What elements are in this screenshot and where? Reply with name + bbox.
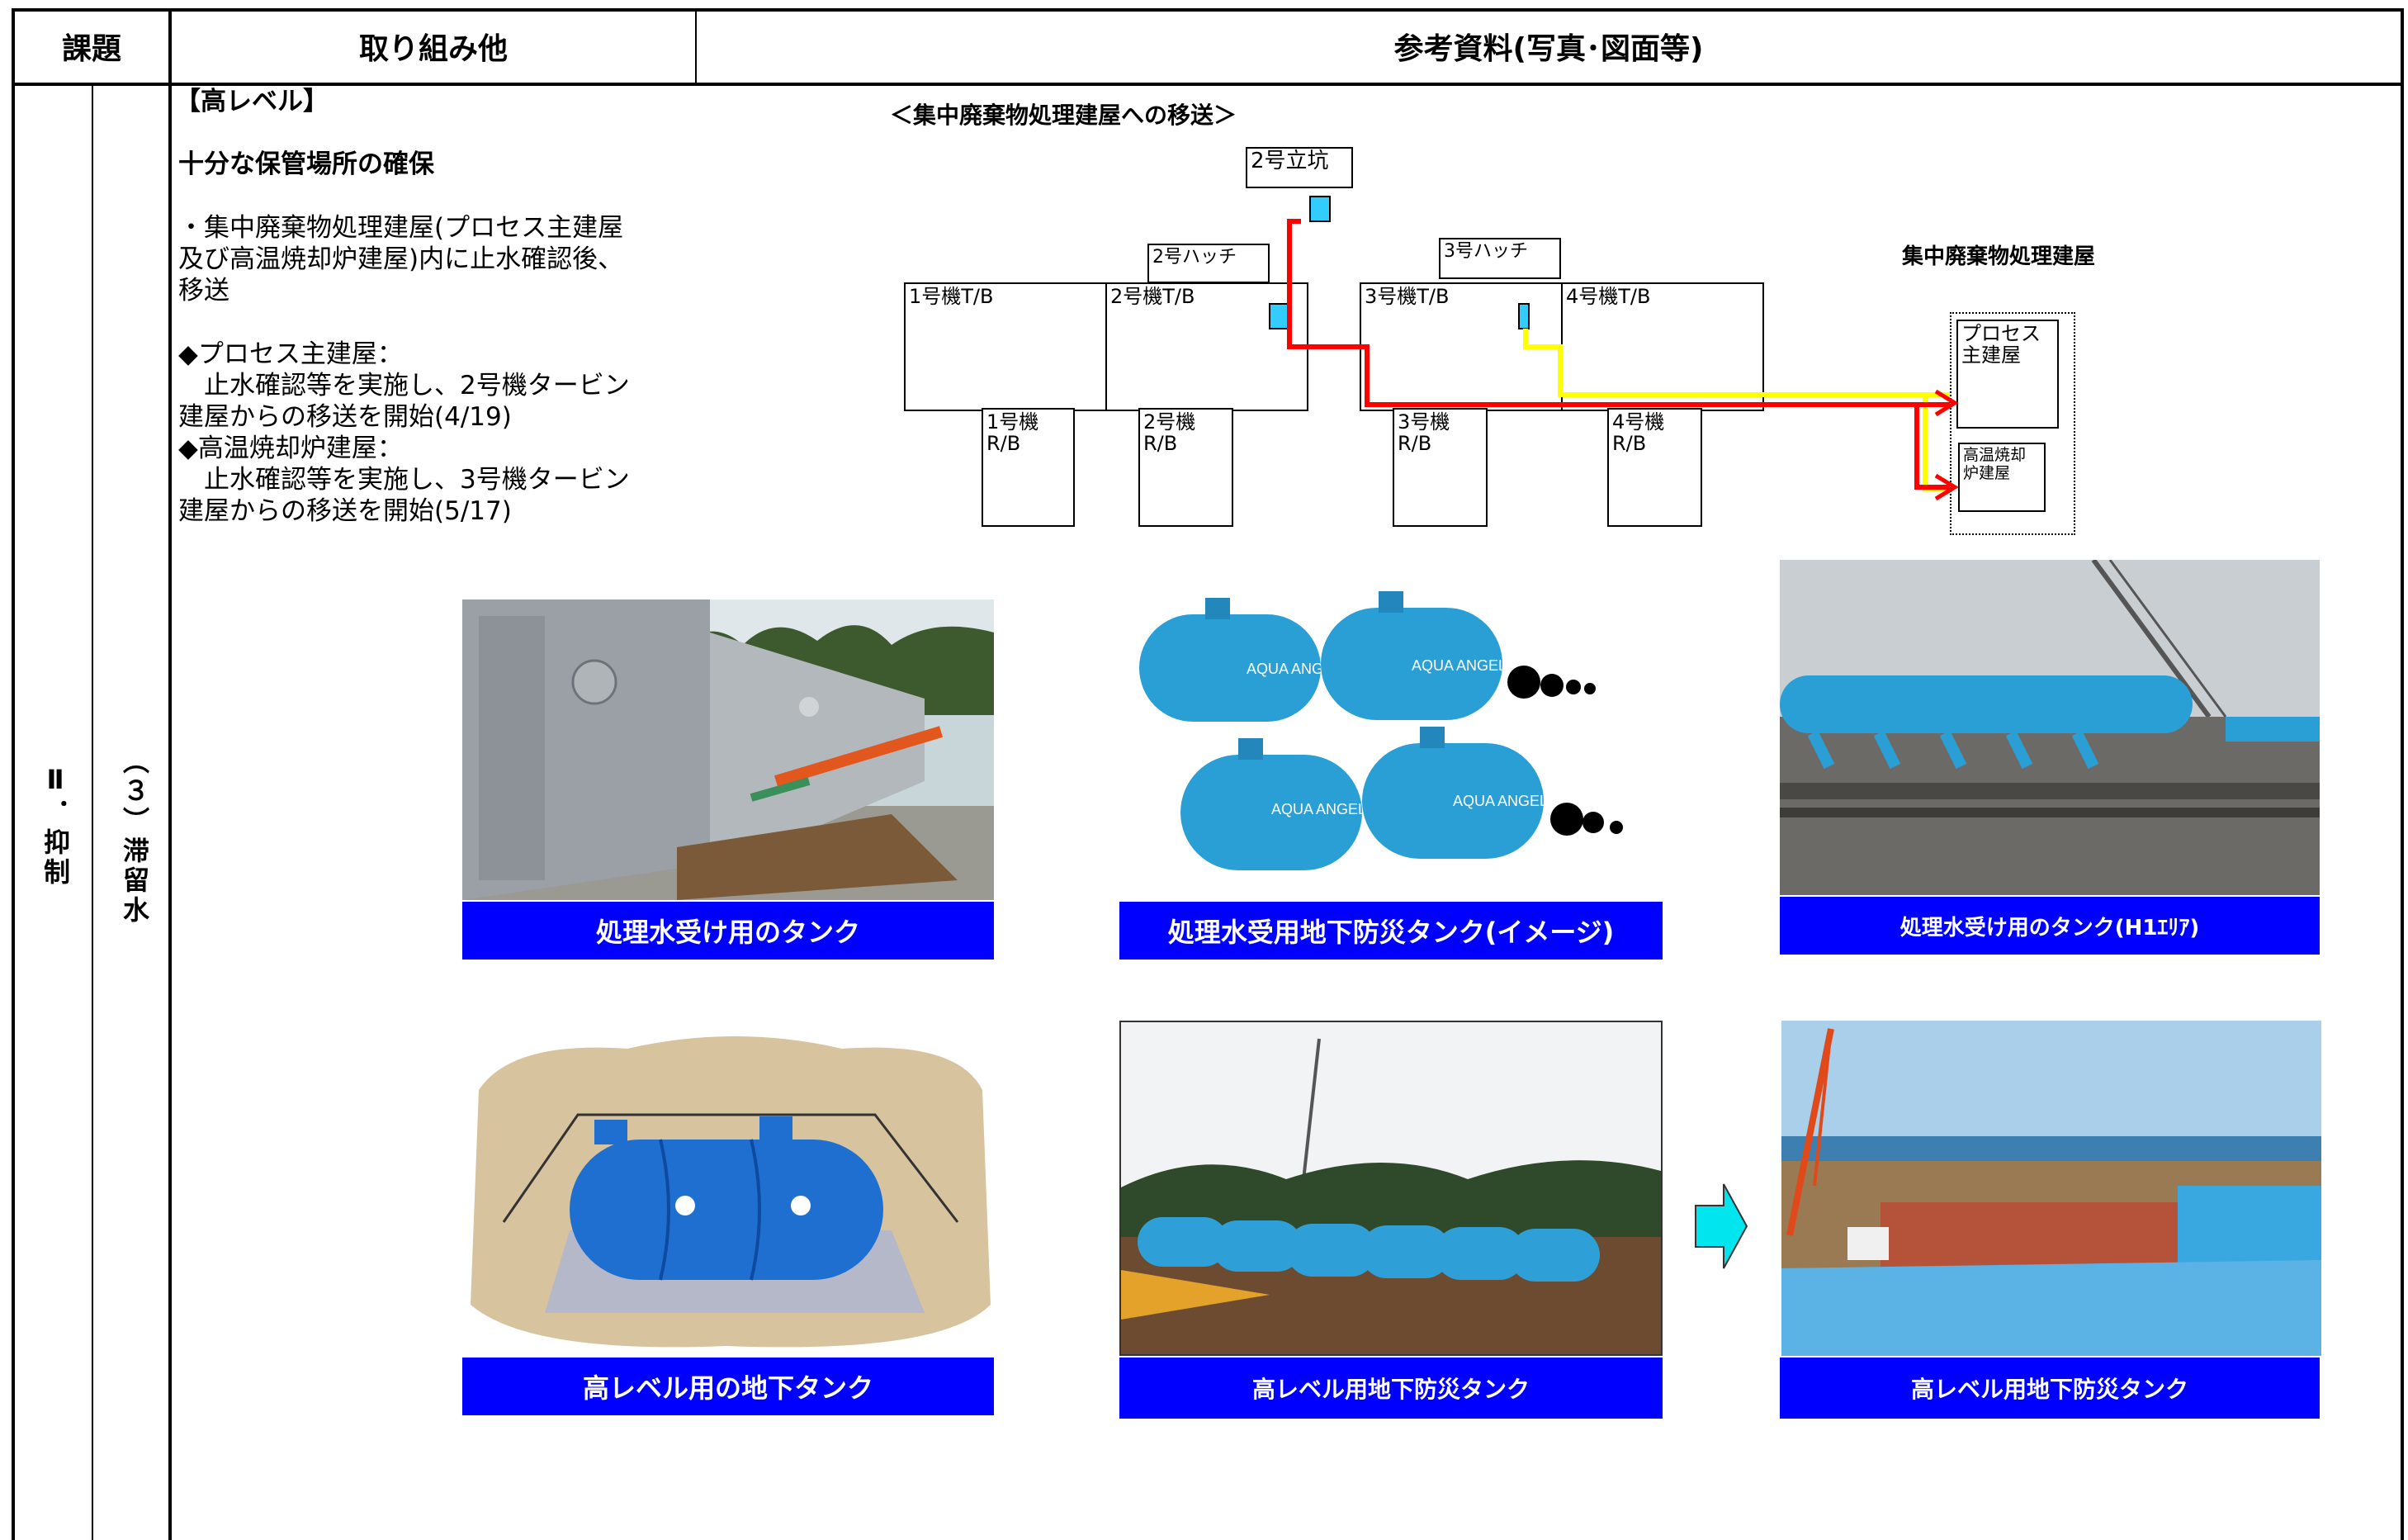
header-issue: 課題 <box>61 32 121 66</box>
item1-line2: 建屋からの移送を開始(4/19) <box>178 402 512 432</box>
header-bottom-border <box>12 83 2404 86</box>
tank-brand-1: AQUA ANGEL <box>1247 661 1341 677</box>
unit4-rb-line1: 4号機 <box>1612 410 1665 434</box>
caption-p3: 処理水受け用のタンク(H1ｴﾘｱ) <box>1780 897 2320 955</box>
unit2-pump-marker <box>1269 303 1290 329</box>
unit2-rb-line1: 2号機 <box>1143 410 1196 434</box>
photo-aqua-angel-tanks: AQUA ANGEL AQUA ANGEL AQUA ANGEL AQUA AN… <box>1131 591 1651 900</box>
diagram-title: ＜集中廃棄物処理建屋への移送＞ <box>890 102 1237 129</box>
incinerator-building-line1: 高温焼却 <box>1963 446 2027 464</box>
unit3-pump-marker <box>1518 303 1530 329</box>
category-main: Ⅱ．抑制 <box>40 764 71 888</box>
process-building-line1: プロセス <box>1961 322 2041 345</box>
category-sub: （３）滞留水 <box>119 747 150 926</box>
bullet1-line1: ・集中廃棄物処理建屋(プロセス主建屋 <box>178 213 624 243</box>
unit1-rb-line2: R/B <box>986 432 1021 455</box>
shaft-2-marker <box>1309 196 1331 222</box>
caption-p1: 処理水受け用のタンク <box>462 902 994 960</box>
tag-high-level: 【高レベル】 <box>175 87 329 116</box>
item2-title: ◆高温焼却炉建屋： <box>178 434 403 463</box>
tank-brand-2: AQUA ANGEL <box>1412 657 1507 674</box>
tank-brand-3: AQUA ANGEL <box>1271 801 1366 817</box>
shaft-2-label: 2号立坑 <box>1246 147 1353 188</box>
photo-high-level-tanks-aerial <box>1781 1021 2321 1356</box>
photo-h1-area-tanks <box>1780 560 2320 895</box>
bullet1-line2: 及び高温焼却炉建屋)内に止水確認後、 <box>178 244 624 274</box>
photo-underground-tank-illustration <box>462 1024 994 1354</box>
bullet1-line3: 移送 <box>178 276 229 306</box>
caption-p4: 高レベル用の地下タンク <box>462 1358 994 1415</box>
tank-top-right: AQUA ANGEL <box>1321 591 1507 720</box>
process-building: プロセス主建屋 <box>1956 320 2059 429</box>
table-top-border <box>12 8 2404 12</box>
table-left-border <box>12 8 15 1540</box>
hatch-3-label: 3号ハッチ <box>1439 238 1561 279</box>
unit2-rb-line2: R/B <box>1143 432 1178 455</box>
hatch-2-label: 2号ハッチ <box>1147 244 1270 283</box>
unit1-tb: 1号機T/B <box>904 282 1107 411</box>
unit4-tb: 4号機T/B <box>1561 282 1764 411</box>
divider-col1 <box>92 83 93 1540</box>
tank-bottom-left: AQUA ANGEL <box>1180 738 1366 870</box>
unit3-rb-line1: 3号機 <box>1398 410 1450 434</box>
tank-bottom-right: AQUA ANGEL <box>1362 727 1548 859</box>
item1-line1: 止水確認等を実施し、2号機タービン <box>178 371 630 400</box>
item1-title: ◆プロセス主建屋： <box>178 339 403 369</box>
caption-p2: 処理水受用地下防災タンク(イメージ) <box>1119 902 1663 960</box>
photo-high-level-tanks-site <box>1119 1021 1663 1356</box>
facility-label: 集中廃棄物処理建屋 <box>1902 244 2096 269</box>
unit3-rb-line2: R/B <box>1398 432 1432 455</box>
divider-col1-header <box>168 8 172 1540</box>
item2-line1: 止水確認等を実施し、3号機タービン <box>178 465 630 495</box>
divider-col2-header <box>695 8 697 84</box>
arrowhead-lower <box>1934 473 1959 501</box>
unit1-rb-line1: 1号機 <box>986 410 1039 434</box>
next-arrow-icon <box>1695 1183 1748 1269</box>
red-route <box>1287 219 1950 490</box>
yellow-route <box>1523 329 1950 491</box>
section-heading: 十分な保管場所の確保 <box>178 149 434 179</box>
caption-p5: 高レベル用地下防災タンク <box>1119 1358 1663 1419</box>
caption-p6: 高レベル用地下防災タンク <box>1780 1358 2320 1419</box>
process-building-line2: 主建屋 <box>1961 344 2021 367</box>
facility-outline <box>1950 312 2075 535</box>
header-reference: 参考資料(写真･図面等) <box>1393 32 1704 66</box>
tank-brand-4: AQUA ANGEL <box>1453 793 1548 809</box>
arrowhead-upper <box>1934 389 1959 417</box>
table-right-border <box>2401 8 2404 1540</box>
transfer-routes <box>1269 196 1959 501</box>
photo-steel-tanks <box>462 599 994 900</box>
item2-line2: 建屋からの移送を開始(5/17) <box>178 496 512 526</box>
tank-top-left: AQUA ANGEL <box>1139 598 1341 722</box>
header-actions: 取り組み他 <box>358 32 508 66</box>
unit4-rb-line2: R/B <box>1612 432 1647 455</box>
incinerator-building-line2: 炉建屋 <box>1963 464 2011 482</box>
incinerator-building: 高温焼却炉建屋 <box>1958 443 2046 512</box>
